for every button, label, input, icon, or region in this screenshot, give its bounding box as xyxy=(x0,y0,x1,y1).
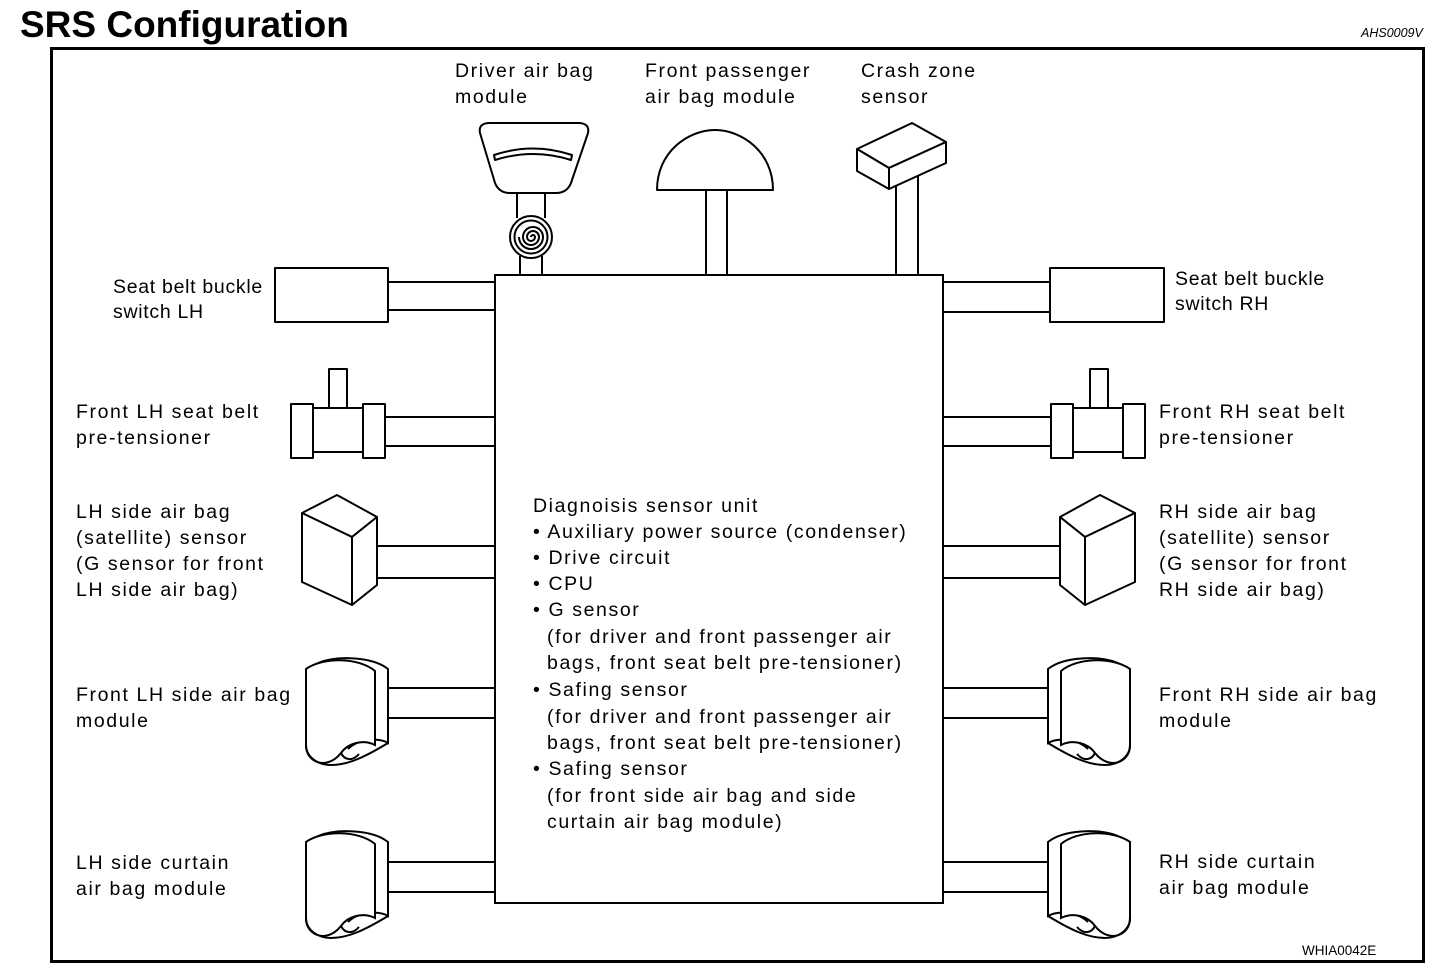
component-label: RH side curtain xyxy=(1159,851,1316,873)
pretensioner-stem xyxy=(328,368,348,409)
harness-lh-side-curtain-air-bag-module xyxy=(388,861,495,893)
pretensioner-cap xyxy=(362,403,386,459)
harness-seat-belt-buckle-switch-lh xyxy=(388,281,495,311)
front-passenger-air-bag-module: Front passenger air bag module xyxy=(645,60,811,191)
front-rh-seat-belt-pretensioner: Front RH seat belt pre-tensioner xyxy=(1050,368,1346,459)
spiral-cable-coil xyxy=(518,226,545,250)
lh-side-curtain-air-bag-module: LH side curtain air bag module xyxy=(76,830,389,939)
diagnosis-sensor-unit-box xyxy=(494,274,944,904)
unit-bullet-detail: bags, front seat belt pre-tensioner) xyxy=(547,732,903,754)
harness-driver-air-bag xyxy=(519,256,543,275)
rh-side-air-bag-satellite-sensor: RH side air bag (satellite) sensor (G se… xyxy=(1059,494,1348,606)
unit-bullet: • Drive circuit xyxy=(533,547,671,569)
harness-lh-side-air-bag-sensor xyxy=(377,545,495,579)
harness-front-rh-side-air-bag-module xyxy=(943,687,1048,719)
component-label: Front passenger xyxy=(645,60,811,82)
unit-bullet-detail: bags, front seat belt pre-tensioner) xyxy=(547,652,903,674)
crash-zone-sensor: Crash zone sensor xyxy=(856,60,977,190)
component-label: Front LH side air bag xyxy=(76,684,292,706)
sensor-box-side xyxy=(351,516,378,606)
component-label: Crash zone xyxy=(861,60,977,82)
curtain-roll-icon xyxy=(1047,830,1131,939)
component-label: air bag module xyxy=(76,878,227,900)
component-label: module xyxy=(455,86,529,108)
diagnosis-sensor-unit: Diagnoisis sensor unit • Auxiliary power… xyxy=(494,274,944,904)
pretensioner-cap xyxy=(290,403,314,459)
component-label: (G sensor for front xyxy=(76,553,265,575)
curtain-roll-icon xyxy=(305,830,389,939)
component-label: switch LH xyxy=(113,301,204,323)
diagram-code: WHIA0042E xyxy=(1302,943,1376,958)
harness-front-rh-seat-belt-pretensioner xyxy=(943,416,1051,447)
buckle-switch-icon xyxy=(274,267,389,323)
component-label: pre-tensioner xyxy=(76,427,212,449)
component-label: air bag module xyxy=(1159,877,1310,899)
front-lh-side-air-bag-module: Front LH side air bag module xyxy=(76,657,389,766)
driver-air-bag-module: Driver air bag module xyxy=(455,60,594,259)
unit-bullet: • Auxiliary power source (condenser) xyxy=(533,521,907,543)
component-label: switch RH xyxy=(1175,293,1269,315)
harness-rh-side-air-bag-sensor xyxy=(943,545,1060,579)
rh-side-curtain-air-bag-module: RH side curtain air bag module xyxy=(1047,830,1316,939)
horn-slot-icon xyxy=(493,147,573,161)
component-label: Seat belt buckle xyxy=(1175,268,1325,290)
page-title: SRS Configuration xyxy=(20,4,349,45)
neck-connector xyxy=(516,190,546,218)
buckle-switch-icon xyxy=(1049,267,1165,323)
harness-rh-side-curtain-air-bag-module xyxy=(943,861,1048,893)
component-label: RH side air bag) xyxy=(1159,579,1326,601)
unit-bullet-detail: curtain air bag module) xyxy=(547,811,783,833)
component-label: LH side curtain xyxy=(76,852,230,874)
component-label: sensor xyxy=(861,86,929,108)
component-label: Driver air bag xyxy=(455,60,594,82)
pretensioner-stem xyxy=(1089,368,1109,409)
spiral-cable-ring xyxy=(513,219,549,255)
harness-front-passenger-air-bag xyxy=(705,188,728,275)
harness-seat-belt-buckle-switch-rh xyxy=(943,281,1050,313)
harness-crash-zone-sensor xyxy=(895,176,919,275)
unit-bullet: • CPU xyxy=(533,573,594,595)
pretensioner-body xyxy=(1072,407,1124,453)
component-label: LH side air bag) xyxy=(76,579,239,601)
unit-heading: Diagnoisis sensor unit xyxy=(533,495,759,517)
unit-bullet-detail: (for driver and front passenger air xyxy=(547,706,892,728)
unit-bullet-detail: (for front side air bag and side xyxy=(547,785,857,807)
seat-belt-buckle-switch-lh: Seat belt buckle switch LH xyxy=(113,267,389,323)
air-bag-roll-icon xyxy=(1047,657,1131,766)
unit-bullet-detail: (for driver and front passenger air xyxy=(547,626,892,648)
component-label: (satellite) sensor xyxy=(76,527,248,549)
lh-side-air-bag-satellite-sensor: LH side air bag (satellite) sensor (G se… xyxy=(76,494,378,606)
air-bag-roll-icon xyxy=(305,657,389,766)
seat-belt-buckle-switch-rh: Seat belt buckle switch RH xyxy=(1049,267,1325,323)
sensor-box-side xyxy=(1059,516,1086,606)
dome-module-icon xyxy=(656,129,774,191)
component-label: Front RH seat belt xyxy=(1159,401,1346,423)
component-label: Front LH seat belt xyxy=(76,401,260,423)
unit-bullet: • Safing sensor xyxy=(533,679,688,701)
steering-pad-icon xyxy=(478,122,590,194)
component-label: module xyxy=(76,710,150,732)
component-label: pre-tensioner xyxy=(1159,427,1295,449)
component-label: LH side air bag xyxy=(76,501,231,523)
outer-frame xyxy=(50,47,1425,963)
front-rh-side-air-bag-module: Front RH side air bag module xyxy=(1047,657,1378,766)
pretensioner-cap xyxy=(1122,403,1146,459)
unit-bullet: • Safing sensor xyxy=(533,758,688,780)
pretensioner-cap xyxy=(1050,403,1074,459)
harness-front-lh-side-air-bag-module xyxy=(388,687,495,719)
component-label: (satellite) sensor xyxy=(1159,527,1331,549)
component-label: Front RH side air bag xyxy=(1159,684,1378,706)
figure-code: AHS0009V xyxy=(1360,26,1425,40)
component-label: RH side air bag xyxy=(1159,501,1317,523)
unit-bullet: • G sensor xyxy=(533,599,640,621)
front-lh-seat-belt-pretensioner: Front LH seat belt pre-tensioner xyxy=(76,368,386,459)
harness-front-lh-seat-belt-pretensioner xyxy=(385,416,495,447)
pretensioner-body xyxy=(312,407,364,453)
sensor-box-side xyxy=(888,141,947,190)
component-label: (G sensor for front xyxy=(1159,553,1348,575)
component-label: module xyxy=(1159,710,1233,732)
component-label: Seat belt buckle xyxy=(113,276,263,298)
component-label: air bag module xyxy=(645,86,796,108)
